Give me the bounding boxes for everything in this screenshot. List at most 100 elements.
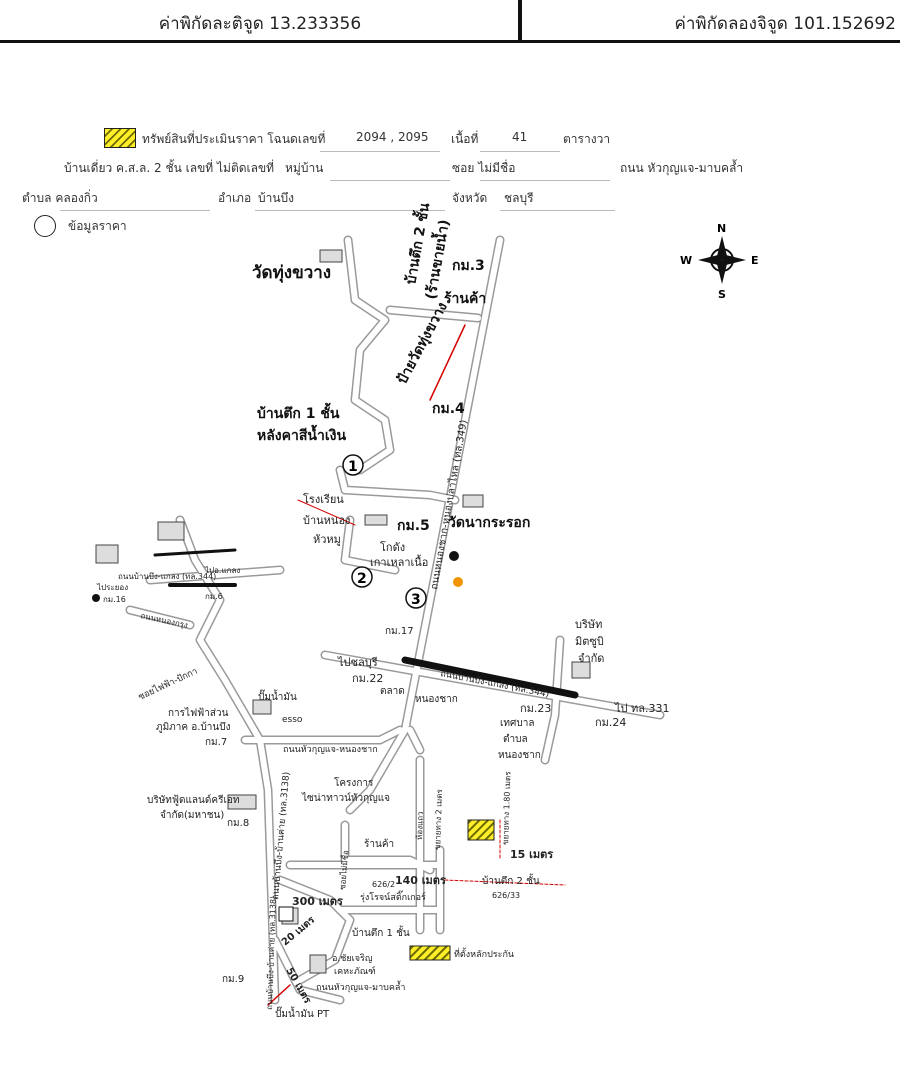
- road-3138-label-2: ถนนบ้านบึง-บ้านค่าย (ทล.3138): [265, 896, 278, 1010]
- subdistrict-text: ตำบล คลองกิ่ว: [22, 191, 98, 205]
- municipality-label-3: หนองชาก: [498, 750, 541, 761]
- to-chonburi-label: ไปชลบุรี: [337, 656, 378, 669]
- km17-label: กม.17: [385, 626, 414, 637]
- esso-label: esso: [282, 715, 303, 725]
- company-label-2: มิตซูบิ: [575, 635, 604, 648]
- marker-2: [351, 566, 373, 588]
- school-label-3: หัวหมู: [313, 533, 341, 546]
- province-value: ชลบุรี: [504, 191, 534, 205]
- area-unit: ตารางวา: [563, 132, 611, 146]
- m300-label: 300 เมตร: [292, 895, 343, 908]
- road-huakunjae-label: ถนนหัวกุญแจ-หนองชาก: [283, 745, 378, 755]
- deed-underline: [320, 151, 440, 152]
- to-klaeng-label: ไปอ.แกลง: [204, 566, 240, 575]
- house-description: บ้านเดี่ยว ค.ส.ล. 2 ชั้น เลขที่ ไม่ติดเล…: [64, 161, 275, 175]
- road-text: ถนน หัวกุญแจ-มาบคล้ำ: [620, 161, 744, 175]
- km5-label: กม.5: [397, 518, 430, 534]
- road-344-top-label: ถนนบ้านบึง-แกลง (ทล.344): [118, 572, 216, 581]
- electric-office-label-2: ภูมิภาค อ.บ้านบึง: [156, 721, 231, 733]
- market-label-2: หนองชาก: [415, 694, 458, 705]
- province-underline: [500, 210, 615, 211]
- chaicharoen-label: อ.ชัยเจริญ: [332, 953, 373, 964]
- road-huakunjae-mab-label: ถนนหัวกุญแจ-มาบคล้ำ: [316, 980, 405, 993]
- asset-label: ทรัพย์สินที่ประเมินราคา โฉนดเลขที่: [142, 132, 326, 146]
- market-label: ตลาด: [380, 686, 405, 697]
- road-network: [125, 235, 665, 1006]
- asset-legend-hatch: [104, 128, 136, 148]
- compass-icon: [698, 236, 746, 284]
- school-label-2: บ้านหนอง: [303, 514, 350, 527]
- project-label-2: ไซน่าทาวน์หัวกุญแจ: [301, 792, 390, 804]
- area-value: 41: [512, 130, 528, 144]
- house-no-label-2: 626/33: [492, 891, 520, 900]
- km23-label: กม.23: [520, 702, 551, 715]
- km4-label: กม.4: [432, 401, 465, 417]
- house-no-label: 626/2: [372, 880, 395, 889]
- district-label: อำเภอ: [218, 191, 252, 205]
- m15-label: 15 เมตร: [510, 848, 553, 861]
- deed-numbers: 2094 , 2095: [356, 130, 429, 144]
- village-underline: [330, 180, 450, 181]
- province-label: จังหวัด: [452, 191, 488, 205]
- latitude-text: ค่าพิกัดละติจูด 13.233356: [158, 14, 362, 34]
- company-label: บริษัท: [575, 618, 602, 631]
- fuel-drop-icon: [449, 551, 459, 561]
- blue-roof-label: หลังคาสีน้ำเงิน: [257, 424, 346, 444]
- marker-3: [405, 587, 427, 609]
- soi-electric-label: ซอยไฟฟ้า-ปักกา: [137, 666, 200, 703]
- marker-1: [342, 454, 364, 476]
- rungroj-label: รุ่งโรจน์สติ๊กเกอร์: [360, 890, 426, 903]
- soi-underline: [480, 180, 610, 181]
- pt-station-label: ปั๊มน้ำมัน PT: [275, 1006, 330, 1020]
- company-food-label: บริษัทฟู้ดแลนด์ครีเอท: [147, 794, 239, 806]
- house-1-floor-label-2: บ้านตึก 1 ชั้น: [352, 925, 410, 939]
- to-331-label: ไป ทล.331: [614, 702, 670, 715]
- shell-station-icon: [453, 577, 463, 587]
- room-label: ห้องแถว: [415, 811, 425, 840]
- price-legend-circle: [34, 215, 56, 237]
- area-label: เนื้อที่: [451, 132, 479, 146]
- village-label: หมู่บ้าน: [285, 161, 324, 175]
- km16-label: กม.16: [103, 595, 126, 604]
- electric-office-label: การไฟฟ้าส่วน: [168, 707, 229, 719]
- shop2-label: ร้านค้า: [364, 838, 394, 850]
- coordinate-header: ค่าพิกัดละติจูด 13.233356 ค่าพิกัดลองจิจ…: [0, 0, 900, 44]
- seven-eleven-icon: [278, 906, 294, 922]
- to-rayong-label: ไประยอง: [96, 583, 128, 592]
- marker-1-label: 1: [348, 459, 358, 475]
- godown-label: โกดัง: [380, 540, 405, 554]
- house-1-floor-label: บ้านตึก 1 ชั้น: [257, 402, 340, 422]
- widening-label: ขยายทาง 2 เมตร: [433, 788, 444, 850]
- collateral-legend-swatch: [409, 945, 451, 961]
- km24-label: กม.24: [595, 716, 626, 729]
- compass-n: N: [717, 222, 726, 235]
- school-label: โรงเรียน: [303, 492, 344, 506]
- area-underline: [480, 151, 560, 152]
- soi-text: ซอย ไม่มีชื่อ: [452, 161, 516, 175]
- municipality-label-2: ตำบล: [503, 734, 528, 745]
- marker-2-label: 2: [357, 571, 367, 587]
- marker-3-label: 3: [411, 592, 421, 608]
- house-2-floor-label-2: บ้านตึก 2 ชั้น: [482, 873, 540, 887]
- district-value: บ้านบึง: [258, 191, 295, 205]
- fuel-drop-icon-2: [92, 594, 100, 602]
- collateral-label: ที่ตั้งหลักประกัน: [454, 947, 514, 960]
- subdistrict-underline: [60, 210, 210, 211]
- godown-label-2: เกาเหลาเนื้อ: [370, 554, 428, 569]
- compass-e: E: [751, 254, 759, 267]
- chaicharoen-label-2: เคหะภัณฑ์: [334, 965, 376, 977]
- company-food-label-2: จำกัด(มหาชน): [160, 810, 224, 821]
- project-label: โครงการ: [334, 776, 374, 789]
- wat-na-krarok-label: วัดนากระรอก: [448, 515, 530, 531]
- km22-label: กม.22: [352, 672, 383, 685]
- gas-station-label: ปั๊มน้ำมัน: [258, 689, 297, 703]
- header-rule: [0, 40, 900, 43]
- soi-nomane-label: ซอยไม่มีชื่อ: [336, 849, 350, 890]
- wat-thung-khwang-label: วัดทุ่งขวาง: [252, 263, 331, 283]
- km3-label: กม.3: [452, 258, 485, 274]
- longitude-text: ค่าพิกัดลองจิจูด 101.152692: [674, 14, 897, 34]
- municipality-label: เทศบาล: [500, 718, 534, 729]
- header-divider: [518, 0, 522, 42]
- km9-label: กม.9: [222, 974, 244, 985]
